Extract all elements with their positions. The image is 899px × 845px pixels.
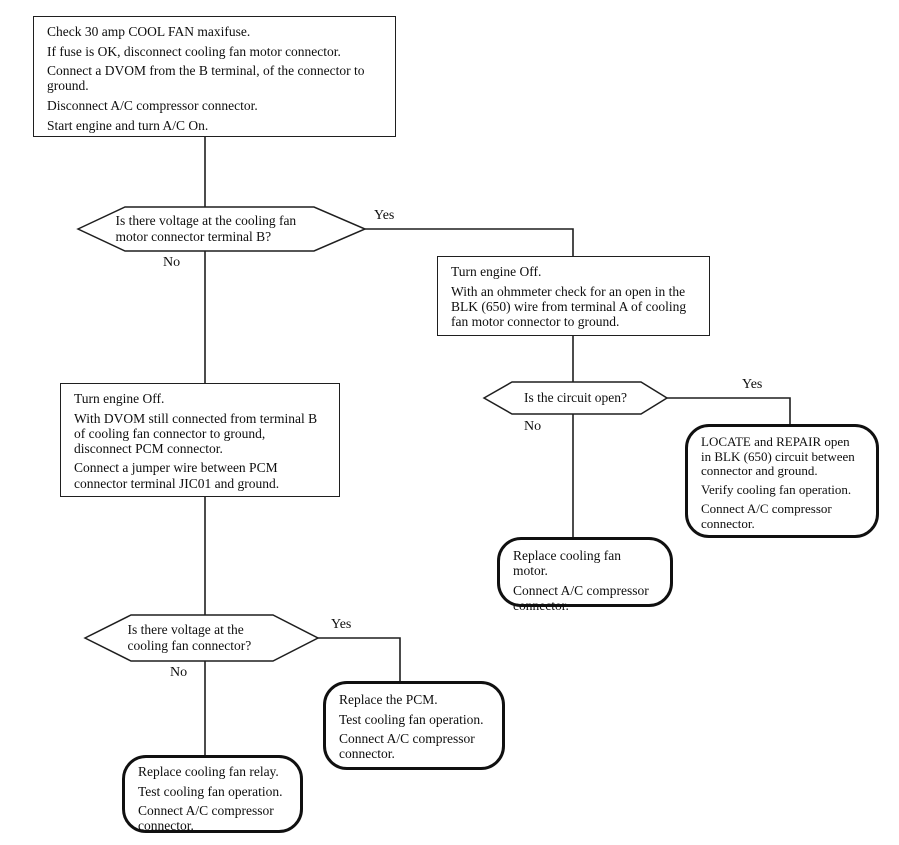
decision3-hexagon [83,614,320,662]
step-text: Check 30 amp COOL FAN maxifuse. [47,24,251,39]
edge-decision1-yes [365,228,574,256]
decision2-yes-label: Yes [742,377,763,392]
jumper-test-box: Turn engine Off. With DVOM still connect… [60,383,340,497]
connector-lines [204,137,791,755]
decision2-no-label: No [524,419,542,434]
start-process-box: Check 30 amp COOL FAN maxifuse. If fuse … [33,16,396,137]
replace-pcm-box: Replace the PCM. Test cooling fan operat… [323,681,505,770]
step-text: Turn engine Off. [74,391,165,406]
step-text: If fuse is OK, disconnect cooling fan mo… [47,43,341,59]
step-text: Test cooling fan operation. [339,711,484,727]
decision3-question: Is there voltage at the cooling fan conn… [127,622,252,653]
step-text: Connect a DVOM from the B terminal, of t… [47,63,365,94]
step-text: Connect a jumper wire between PCM connec… [74,460,280,491]
step-text: Turn engine Off. [451,264,542,279]
decision3-no-label: No [170,665,188,680]
step-text: With DVOM still connected from terminal … [74,410,318,456]
step-text: Connect A/C compressor connector. [339,731,475,762]
decision3-voltage-fan-connector: Is there voltage at the cooling fan conn… [85,615,318,661]
edge-decision2-yes [667,397,791,424]
decision1-no-label: No [163,255,181,270]
step-text: Replace cooling fan relay. [138,764,279,779]
step-text: LOCATE and REPAIR open in BLK (650) circ… [701,434,855,479]
step-text: Replace cooling fan motor. [513,548,621,579]
replace-motor-box: Replace cooling fan motor. Connect A/C c… [497,537,673,613]
step-text: Connect A/C compressor connector. [701,501,832,531]
edge-decision3-yes [315,637,401,681]
step-text: Connect A/C compressor connector. [138,803,274,834]
step-text: With an ohmmeter check for an open in th… [451,283,687,329]
step-text: Disconnect A/C compressor connector. [47,97,258,113]
decision1-question: Is there voltage at the cooling fan moto… [115,213,297,244]
decision-shapes [76,206,669,662]
decision1-hexagon [76,206,367,252]
step-text: Start engine and turn A/C On. [47,117,209,133]
decision3-yes-label: Yes [331,617,352,632]
decision2-hexagon [482,381,669,415]
locate-repair-box: LOCATE and REPAIR open in BLK (650) circ… [685,424,879,538]
decision1-yes-label: Yes [374,208,395,223]
step-text: Replace the PCM. [339,692,438,707]
replace-relay-box: Replace cooling fan relay. Test cooling … [122,755,303,833]
ohmmeter-check-box: Turn engine Off. With an ohmmeter check … [437,256,710,336]
step-text: Verify cooling fan operation. [701,482,852,498]
decision1-voltage-terminal-b: Is there voltage at the cooling fan moto… [78,207,365,251]
step-text: Connect A/C compressor connector. [513,582,649,613]
step-text: Test cooling fan operation. [138,783,283,799]
decision2-question: Is the circuit open? [523,390,628,406]
decision2-circuit-open: Is the circuit open? [484,382,667,414]
